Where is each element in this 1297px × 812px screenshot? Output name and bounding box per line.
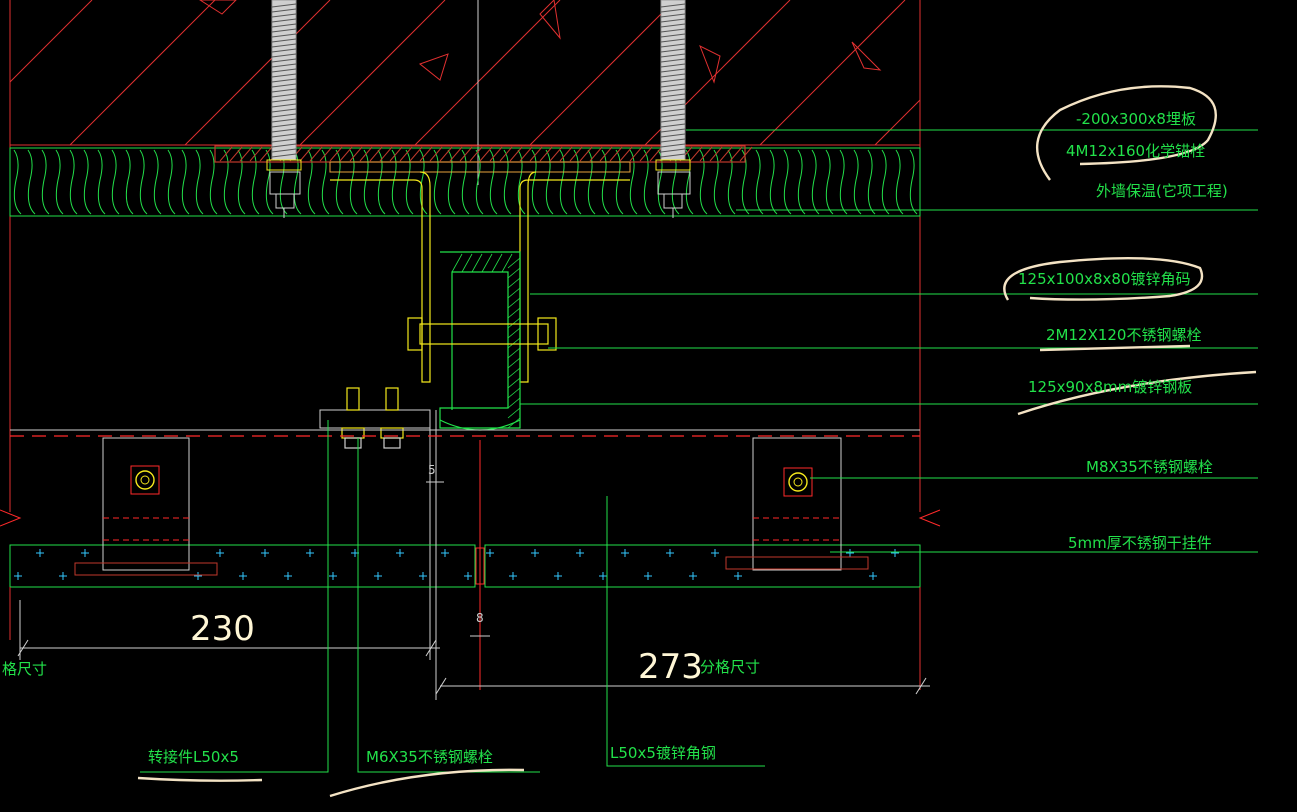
leader-lines bbox=[140, 129, 1258, 773]
m12-through-bolt bbox=[407, 317, 557, 351]
hanger-left bbox=[74, 437, 218, 576]
label-angle-bracket: 125x100x8x80镀锌角码 bbox=[1018, 270, 1191, 288]
concrete-wall bbox=[9, 0, 921, 512]
break-markers bbox=[0, 509, 941, 690]
hanger-right bbox=[725, 437, 869, 571]
label-m6-bolt: M6X35不锈钢螺栓 bbox=[366, 748, 493, 766]
label-m12-bolt: 2M12X120不锈钢螺栓 bbox=[1046, 326, 1201, 344]
dimension-right-caption: 分格尺寸 bbox=[700, 658, 760, 676]
joint-sealant bbox=[475, 440, 485, 690]
label-galvanized-plate: 125x90x8mm镀锌钢板 bbox=[1028, 378, 1192, 396]
dimension-lines bbox=[17, 460, 930, 700]
insulation-layer bbox=[9, 147, 921, 217]
m6-bolts bbox=[341, 387, 404, 449]
stone-panel-left bbox=[9, 544, 476, 588]
label-m8-bolt: M8X35不锈钢螺栓 bbox=[1086, 458, 1213, 476]
galvanized-channel bbox=[439, 251, 521, 431]
transfer-angle bbox=[319, 409, 437, 660]
dimension-gap-bottom: 8 bbox=[476, 611, 484, 625]
label-chemical-anchor: 4M12x160化学锚栓 bbox=[1066, 142, 1205, 160]
chemical-anchor-right bbox=[655, 0, 691, 218]
label-embed-plate: -200x300x8埋板 bbox=[1076, 110, 1196, 128]
stone-panel-right bbox=[484, 544, 921, 588]
chemical-anchor-left bbox=[266, 0, 302, 218]
label-galvanized-angle: L50x5镀锌角钢 bbox=[610, 744, 716, 762]
dimension-left-width: 230 bbox=[190, 609, 255, 649]
label-hanger: 5mm厚不锈钢干挂件 bbox=[1068, 534, 1212, 552]
dimension-gap-top: 5 bbox=[428, 463, 436, 477]
dimension-left-caption: 格尺寸 bbox=[2, 660, 47, 678]
dimension-right-width: 273 bbox=[638, 647, 703, 687]
angle-bracket bbox=[330, 171, 630, 383]
label-insulation: 外墙保温(它项工程) bbox=[1096, 182, 1228, 200]
label-transfer-angle: 转接件L50x5 bbox=[148, 748, 239, 766]
highlight-markers bbox=[137, 85, 1257, 798]
